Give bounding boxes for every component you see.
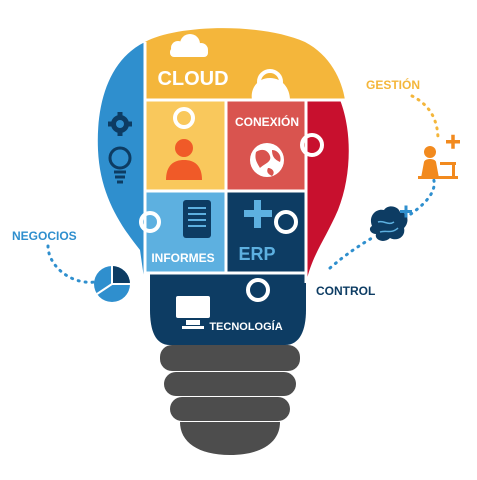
knob-top xyxy=(257,69,283,95)
negocios-connector xyxy=(46,244,97,284)
person-icon xyxy=(166,139,202,180)
tecnologia-puzzle-piece xyxy=(150,274,306,345)
informes-label: INFORMES xyxy=(151,251,214,265)
globe-icon xyxy=(250,143,284,177)
knob-erp xyxy=(274,210,298,234)
erp-puzzle-piece xyxy=(227,192,307,272)
conexion-label: CONEXIÓN xyxy=(235,114,299,129)
brain-icon xyxy=(369,205,412,241)
tecnologia-label: TECNOLOGÍA xyxy=(209,320,282,333)
cloud-icon xyxy=(170,34,208,57)
bulb-base xyxy=(160,345,300,455)
gear-icon xyxy=(108,112,132,136)
gestion-label: GESTIÓN xyxy=(366,77,420,92)
knob-person xyxy=(173,107,195,129)
cloud-label: CLOUD xyxy=(157,68,228,90)
control-label: CONTROL xyxy=(316,284,375,298)
gestion-connector xyxy=(410,94,440,142)
knob-right xyxy=(300,133,324,157)
negocios-label: NEGOCIOS xyxy=(12,229,77,243)
bulb-right-segment xyxy=(306,100,349,283)
gestion-brain-connector xyxy=(403,173,436,220)
document-icon xyxy=(183,200,211,238)
knob-left xyxy=(139,211,161,233)
control-connector xyxy=(328,236,374,270)
bulb-icon xyxy=(108,146,132,184)
pie-chart-icon xyxy=(94,266,130,302)
plus-icon xyxy=(244,200,272,228)
erp-label: ERP xyxy=(238,244,275,264)
worker-icon xyxy=(418,134,460,179)
knob-bottom xyxy=(246,278,270,302)
bulb-left-segment xyxy=(97,42,145,285)
computer-icon xyxy=(176,296,210,329)
